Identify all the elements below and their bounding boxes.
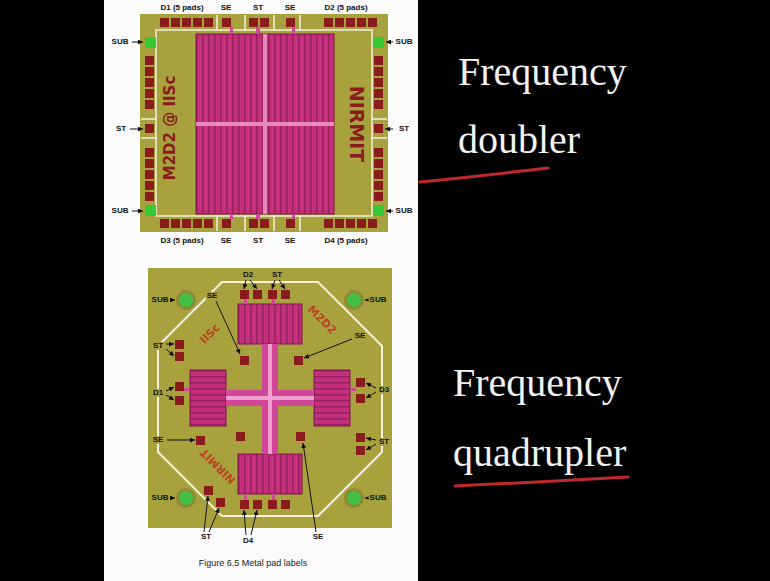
pad-label: SE [152, 436, 165, 444]
pad-label: SE [284, 237, 297, 245]
underline-stroke [420, 168, 548, 182]
leader-arrow [166, 280, 376, 535]
pad-label: SE [354, 332, 367, 340]
pad-label: ST [378, 438, 390, 446]
pad-label: SE [220, 4, 233, 12]
pad-label: ST [252, 237, 264, 245]
pad-label: D2 (5 pads) [323, 4, 368, 12]
heading-text: Frequency quadrupler [453, 348, 688, 488]
chip-text: M2D2 @ IISc [163, 76, 178, 181]
leader-arrow [130, 42, 393, 211]
pad-label: D3 (5 pads) [159, 237, 204, 245]
pad-label: ST [398, 125, 410, 133]
chip-substrate [148, 268, 392, 528]
pad [145, 18, 383, 228]
chip-layout: M2D2 @ IISc NIRMIT [140, 14, 388, 232]
pad-label: SUB [111, 207, 130, 215]
pad-label: D1 (5 pads) [159, 4, 204, 12]
chip-text: M2D2 [306, 304, 339, 337]
pad-label: SUB [395, 207, 414, 215]
pad-label: ST [115, 125, 127, 133]
pad-label: SE [220, 237, 233, 245]
chip-text: NIRMIT [347, 86, 366, 163]
substrate-contact [145, 37, 384, 216]
pad-label: SUB [151, 494, 170, 502]
pad-label: SE [312, 533, 325, 541]
pad-label: SUB [151, 296, 170, 304]
pad-label: D1 [152, 389, 164, 397]
pad-label: ST [271, 271, 283, 279]
heading-text: Frequency doubler [458, 38, 673, 174]
substrate-contact [176, 290, 364, 508]
pad-label: D3 [378, 386, 390, 394]
pad-label: SE [206, 292, 219, 300]
figure-caption: Figure 6.5 Metal pad labels [199, 559, 308, 568]
chip-substrate [140, 14, 388, 232]
pad-label: D4 [242, 537, 254, 545]
chip-layout: IISc M2D2NIRMIT [148, 268, 392, 528]
pad-label: ST [152, 342, 164, 350]
figure-panel [104, 0, 418, 581]
pad-label: SUB [111, 38, 130, 46]
pad-label: SUB [395, 38, 414, 46]
pad-label: ST [200, 533, 212, 541]
pad-label: SUB [369, 494, 388, 502]
underline-stroke [455, 477, 628, 486]
pad-label: SE [284, 4, 297, 12]
pad [175, 290, 365, 509]
pad-label: D4 (5 pads) [323, 237, 368, 245]
chip-text: IISc [198, 322, 222, 346]
pad-label: ST [252, 4, 264, 12]
pad-label: SUB [369, 296, 388, 304]
chip-text: NIRMIT [198, 446, 237, 485]
pad-label: D2 [242, 271, 254, 279]
